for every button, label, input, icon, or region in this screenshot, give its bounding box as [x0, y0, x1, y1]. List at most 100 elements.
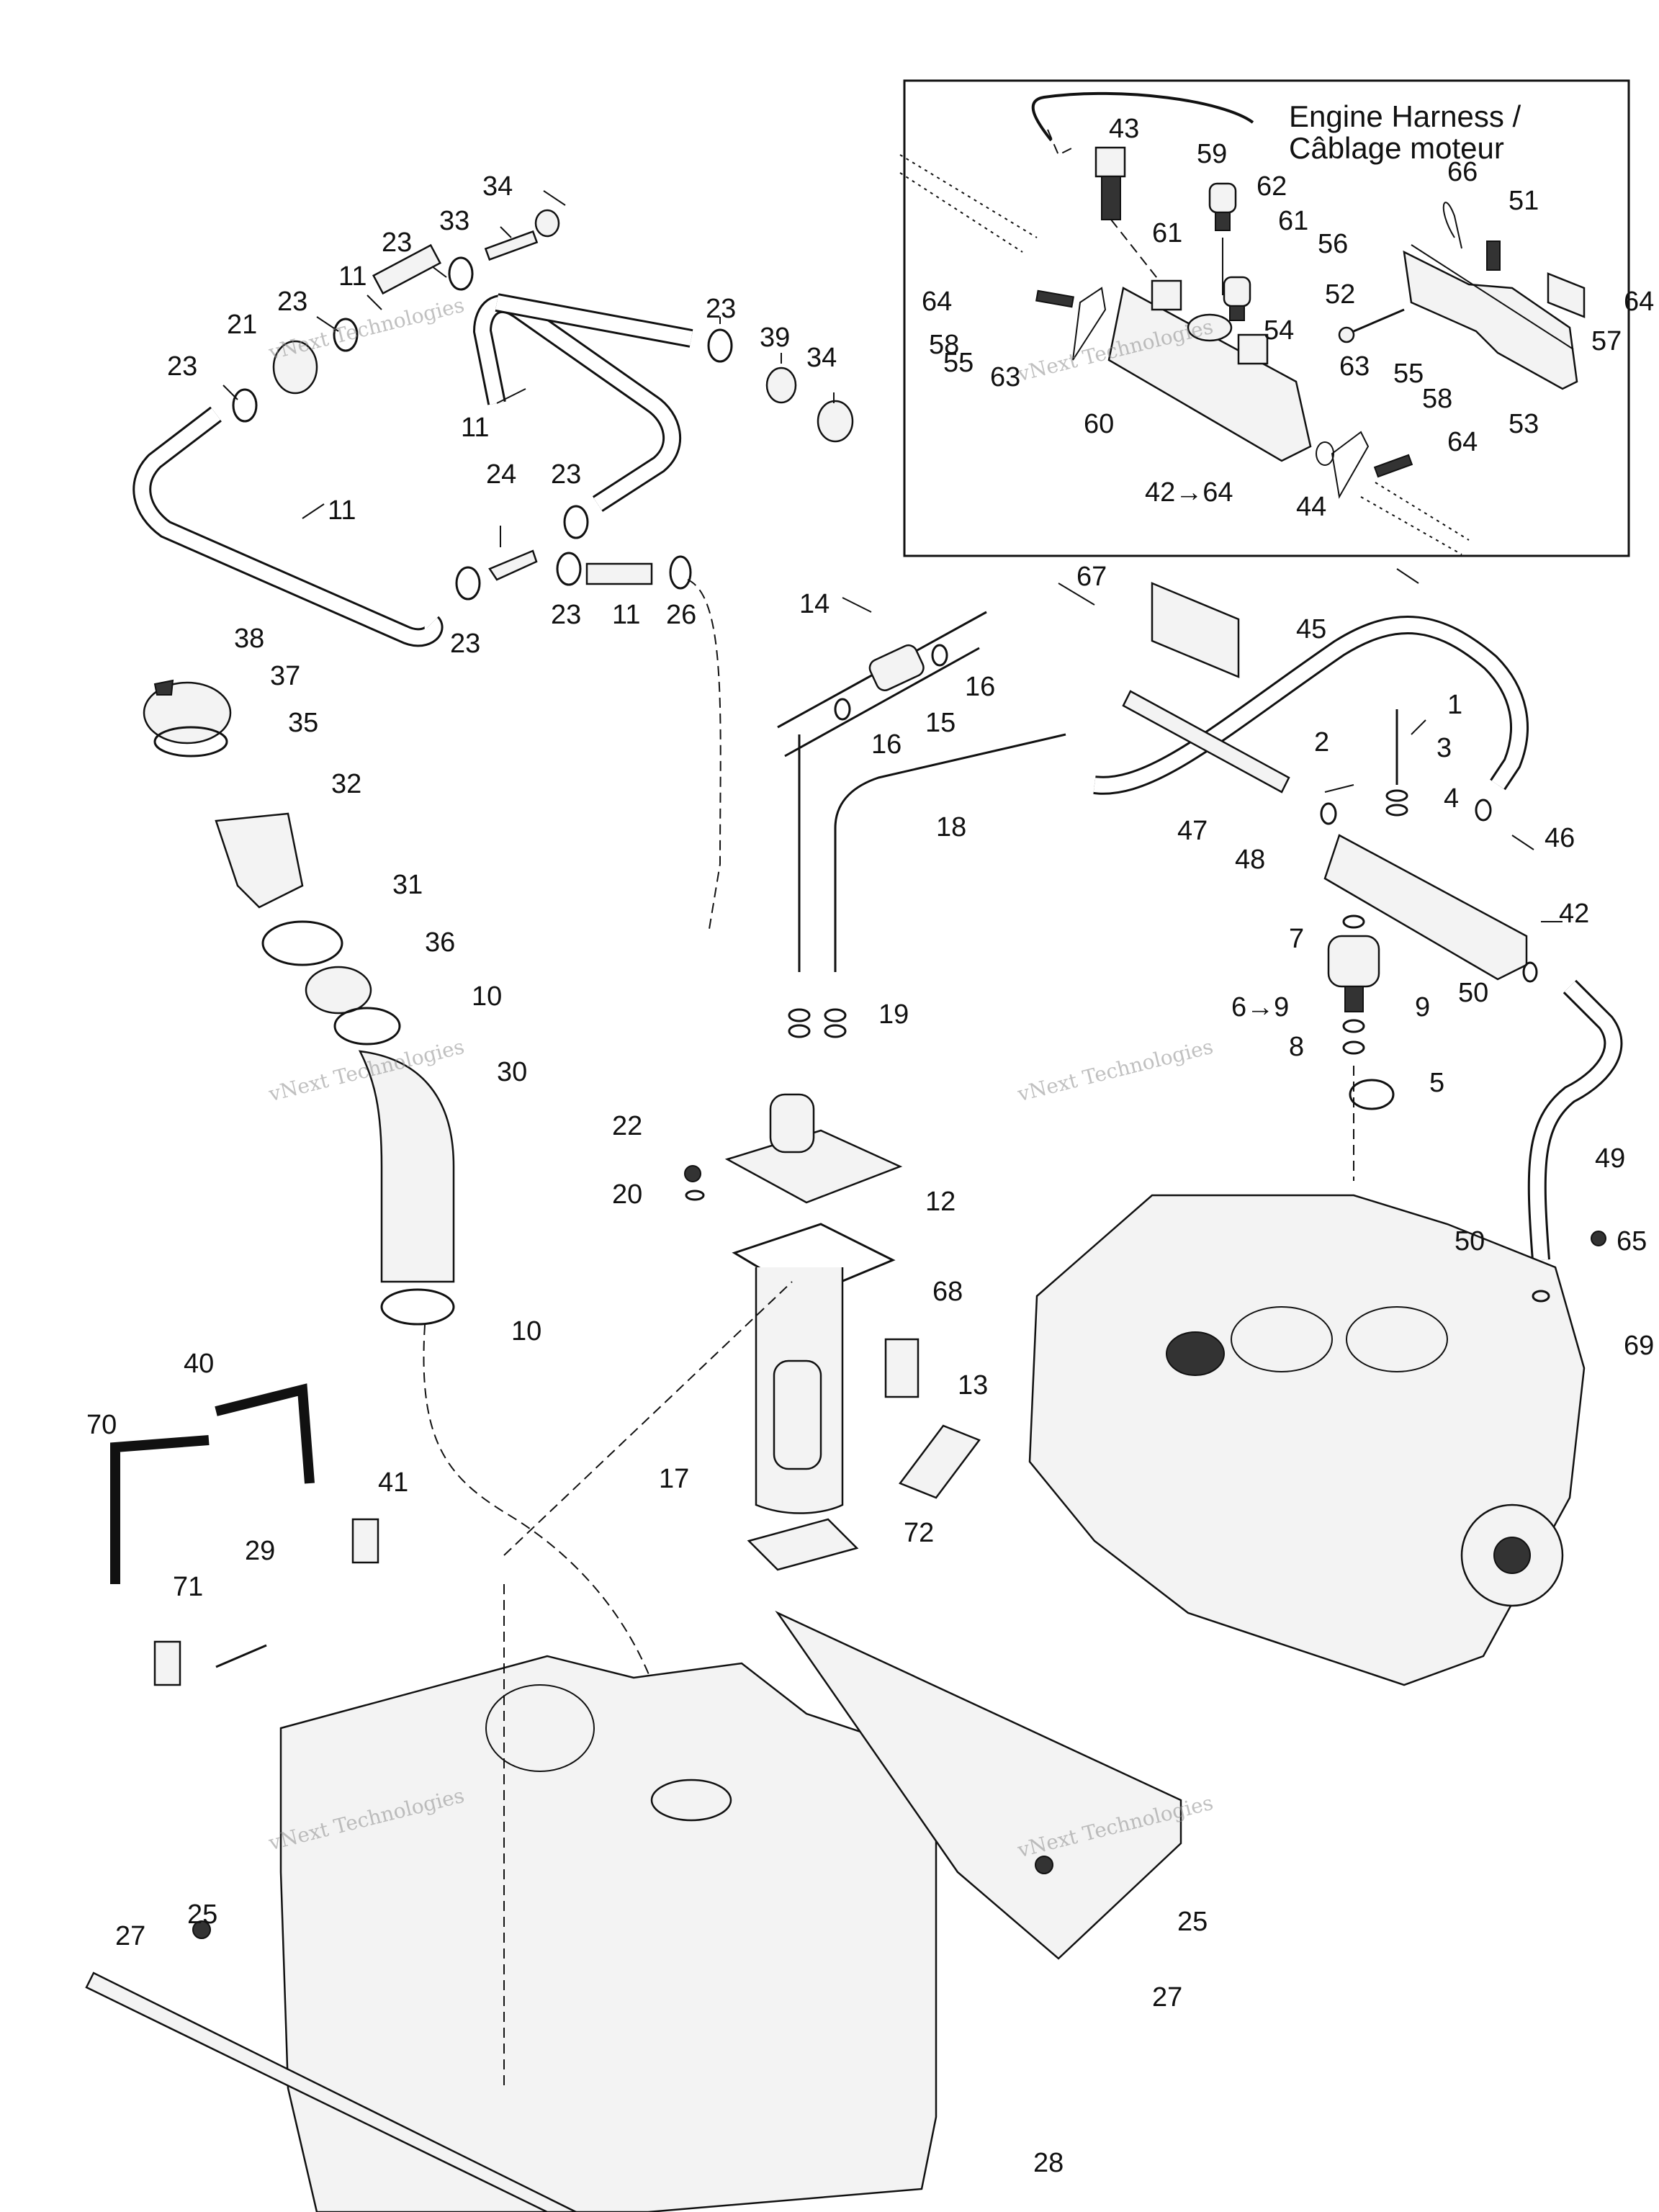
callout-23: 23	[167, 351, 198, 382]
inset-frame	[903, 79, 1630, 557]
nut-22	[684, 1165, 701, 1182]
callout-23: 23	[551, 459, 582, 490]
fuel-strainer-17	[773, 1359, 822, 1470]
pressure-regulator-59	[1208, 182, 1237, 295]
callout-55: 55	[943, 348, 974, 378]
callout-18: 18	[936, 812, 967, 842]
callout-26: 26	[666, 600, 697, 630]
grommet-34-right	[817, 400, 854, 443]
callout-46: 46	[1545, 823, 1575, 853]
callout-44: 44	[1296, 492, 1327, 522]
callout-11: 11	[612, 600, 641, 630]
callout-56: 56	[1318, 229, 1349, 259]
fuel-injector-43	[1094, 146, 1160, 282]
washer-3	[1385, 789, 1408, 802]
clip-41	[351, 1518, 379, 1564]
callout-69: 69	[1624, 1331, 1655, 1361]
callout-33: 33	[439, 206, 470, 236]
callout-28: 28	[1033, 2148, 1064, 2178]
callout-11: 11	[338, 261, 367, 292]
callout-25: 25	[1177, 1907, 1208, 1937]
o-ring-7	[1342, 914, 1365, 929]
callout-11: 11	[461, 413, 490, 443]
callout-59: 59	[1197, 139, 1228, 169]
check-valve-39	[765, 367, 797, 404]
rail-27-left	[85, 1972, 577, 2212]
injector-6to9	[1327, 935, 1380, 1012]
callout-38: 38	[234, 624, 265, 654]
callout-61: 61	[1278, 206, 1309, 236]
washer-4	[1385, 804, 1408, 817]
callout-58: 58	[929, 330, 960, 360]
fuel-rail-60	[1107, 279, 1312, 462]
o-ring-46	[1475, 799, 1492, 822]
callout-63: 63	[1339, 351, 1370, 382]
callout-21: 21	[227, 310, 258, 340]
callout-49: 49	[1595, 1143, 1626, 1174]
callout-55: 55	[1393, 359, 1424, 389]
callout-16: 16	[965, 672, 996, 702]
callout-14: 14	[799, 589, 830, 619]
o-ring-16-a	[931, 644, 948, 667]
clip-57	[1547, 272, 1586, 318]
callout-52: 52	[1325, 279, 1356, 310]
clamp-26	[669, 555, 692, 590]
clamp-10-bottom	[380, 1288, 455, 1326]
o-ring-16-b	[834, 698, 851, 721]
harness-connector	[1047, 129, 1074, 156]
callout-30: 30	[497, 1057, 528, 1087]
callout-10: 10	[472, 981, 503, 1012]
plate-58-right	[1331, 431, 1370, 499]
clamp-10-top	[333, 1007, 401, 1046]
clip-71	[153, 1640, 181, 1686]
inset-caption-line1: Engine Harness /	[1289, 99, 1521, 133]
callout-45: 45	[1296, 614, 1327, 644]
vent-hose-11-right-inner	[475, 297, 679, 511]
callout-71: 71	[173, 1572, 204, 1602]
callout-64: 64	[922, 287, 953, 317]
callout-31: 31	[392, 870, 423, 900]
callout-35: 35	[288, 708, 319, 738]
callout-42to64: 42→64	[1145, 477, 1233, 508]
vent-hose-routing	[687, 579, 721, 930]
engine-block	[1028, 1194, 1586, 1686]
engine-harness-wire	[1031, 91, 1254, 142]
callout-47: 47	[1177, 816, 1208, 846]
callout-43: 43	[1109, 114, 1140, 144]
inset-hose-right	[1360, 482, 1470, 555]
callout-12: 12	[925, 1187, 956, 1217]
nut-36	[305, 966, 372, 1015]
callout-20: 20	[612, 1179, 643, 1210]
tank-strap-70	[110, 1435, 210, 1584]
callout-8: 8	[1289, 1032, 1305, 1062]
callout-34: 34	[806, 343, 837, 373]
fuel-pump-plate-12	[724, 1093, 903, 1204]
callout-48: 48	[1235, 845, 1266, 875]
callout-24: 24	[486, 459, 517, 490]
bracket-53	[1403, 244, 1578, 390]
callout-23: 23	[551, 600, 582, 630]
callout-64: 64	[1624, 287, 1655, 317]
callout-63: 63	[990, 362, 1021, 392]
callout-27: 27	[1152, 1982, 1183, 2013]
callout-22: 22	[612, 1111, 643, 1141]
callout-37: 37	[270, 661, 301, 691]
leader-lines	[222, 190, 1563, 922]
callout-64: 64	[1447, 427, 1478, 457]
ring-31	[261, 920, 343, 966]
inset-caption: Engine Harness / Câblage moteur	[1289, 99, 1521, 164]
callout-34: 34	[482, 171, 513, 202]
callout-68: 68	[932, 1277, 963, 1307]
clamps-23	[232, 256, 733, 601]
fuel-level-sender-13	[884, 1338, 920, 1398]
o-ring-50-bottom	[1532, 1290, 1550, 1303]
fuel-line-49-inner	[1529, 981, 1621, 1261]
fuel-line-45-inner	[1093, 617, 1527, 793]
callout-53: 53	[1509, 409, 1539, 439]
callout-40: 40	[184, 1349, 215, 1379]
hose-11-short-bottom	[585, 562, 653, 585]
callout-4: 4	[1444, 783, 1460, 814]
callout-32: 32	[331, 769, 362, 799]
callout-50: 50	[1458, 978, 1489, 1008]
bracket-67	[1151, 582, 1240, 678]
